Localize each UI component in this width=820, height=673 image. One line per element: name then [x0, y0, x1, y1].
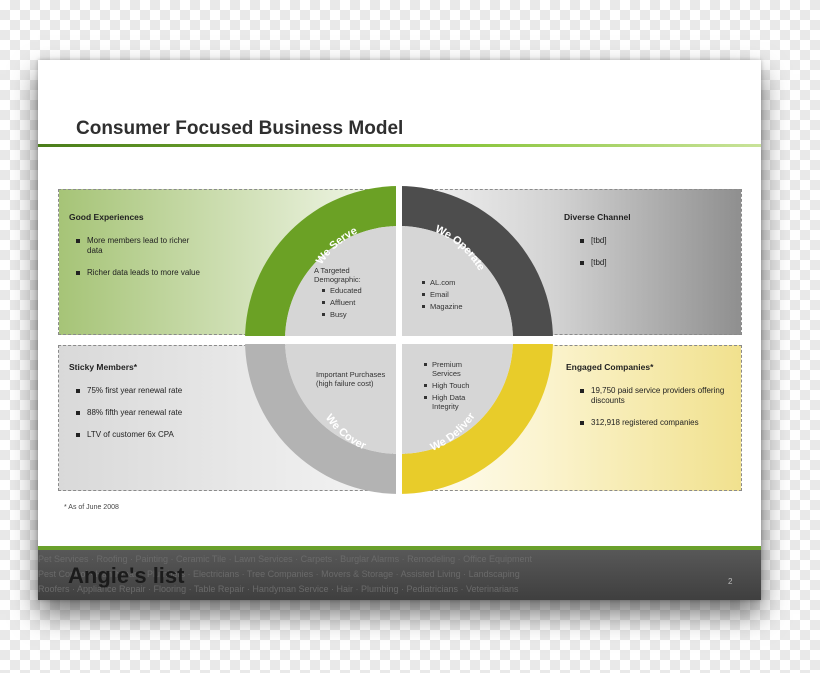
business-model-ring: We Serve We Operate We Cover We Deliver: [56, 180, 746, 500]
center-serve-item: Busy: [320, 310, 388, 319]
bullet-item: 75% first year renewal rate: [73, 386, 233, 396]
quadrant-heading: Engaged Companies*: [566, 362, 654, 372]
center-operate: AL.com Email Magazine: [420, 276, 490, 314]
ticker-line: Pet Services · Roofing · Painting · Cera…: [38, 554, 533, 564]
ticker-line: Roofers · Appliance Repair · Flooring · …: [38, 584, 519, 594]
bullet-item: More members lead to richer data: [73, 236, 203, 256]
bullet-list: [tbd] [tbd]: [577, 236, 607, 280]
center-serve: A Targeted Demographic: Educated Affluen…: [314, 266, 388, 322]
quadrant-heading: Diverse Channel: [564, 212, 631, 222]
angies-list-logo: Angie's list: [68, 563, 185, 588]
center-operate-item: AL.com: [420, 278, 490, 287]
title-rule: [38, 144, 761, 147]
ring-segment-deliver: [399, 340, 553, 494]
quadrant-heading: Good Experiences: [69, 212, 144, 222]
bullet-list: More members lead to richer data Richer …: [73, 236, 203, 290]
center-deliver: Premium Services High Touch High Data In…: [422, 358, 484, 414]
center-deliver-item: High Touch: [422, 381, 484, 390]
ring-segment-operate: [399, 186, 553, 340]
ring-segment-cover: [245, 340, 399, 494]
center-cover: Important Purchases (high failure cost): [316, 370, 386, 388]
slide: Consumer Focused Business Model Good Exp…: [38, 60, 761, 600]
bullet-item: 19,750 paid service providers offering d…: [577, 386, 737, 406]
center-deliver-list: Premium Services High Touch High Data In…: [422, 360, 484, 411]
center-serve-item: Educated: [320, 286, 388, 295]
bullet-item: 88% fifth year renewal rate: [73, 408, 233, 418]
divider-horizontal: [56, 336, 746, 344]
bullet-list: 75% first year renewal rate 88% fifth ye…: [73, 386, 233, 452]
ring-segment-serve: [245, 186, 399, 340]
quadrant-heading: Sticky Members*: [69, 362, 138, 372]
footnote: * As of June 2008: [64, 504, 119, 511]
bullet-list: 19,750 paid service providers offering d…: [577, 386, 737, 440]
footer-rule: [38, 546, 761, 550]
slide-title: Consumer Focused Business Model: [76, 118, 404, 139]
center-operate-item: Email: [420, 290, 490, 299]
footer-band: [38, 546, 761, 600]
center-cover-text: Important Purchases (high failure cost): [316, 370, 386, 388]
center-serve-list: Educated Affluent Busy: [320, 286, 388, 319]
bullet-item: 312,918 registered companies: [577, 418, 737, 428]
page-number: 2: [728, 577, 733, 586]
bullet-item: Richer data leads to more value: [73, 268, 203, 278]
center-deliver-item: Premium Services: [422, 360, 484, 378]
bullet-item: [tbd]: [577, 258, 607, 268]
bullet-item: LTV of customer 6x CPA: [73, 430, 233, 440]
bullet-item: [tbd]: [577, 236, 607, 246]
center-serve-item: Affluent: [320, 298, 388, 307]
center-deliver-item: High Data Integrity: [422, 393, 484, 411]
center-operate-item: Magazine: [420, 302, 490, 311]
center-operate-list: AL.com Email Magazine: [420, 278, 490, 311]
center-serve-intro: A Targeted Demographic:: [314, 266, 361, 284]
ticker-line: Pest Control · Handyman · Plumbers · Ele…: [38, 569, 520, 579]
